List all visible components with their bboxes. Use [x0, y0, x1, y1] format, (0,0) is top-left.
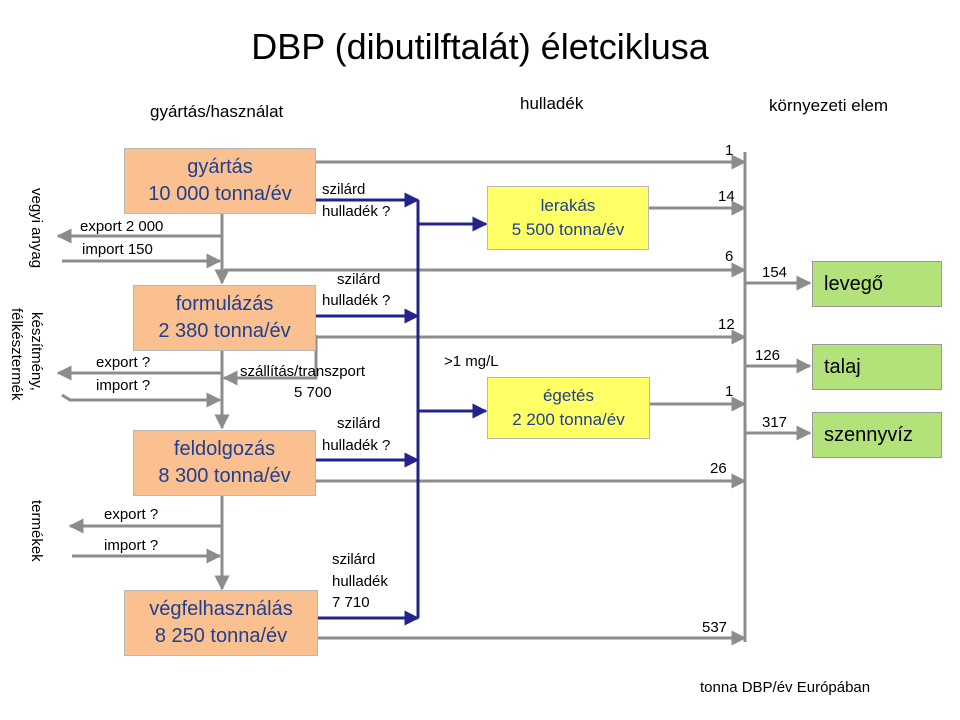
label-solid-waste-3a: szilárd: [337, 415, 381, 432]
waste-box-lerakas: lerakás 5 500 tonna/év: [487, 186, 649, 250]
label-import-2: import ?: [96, 377, 151, 394]
value-emission-egetes: 1: [725, 383, 734, 400]
footnote: tonna DBP/év Európában: [700, 679, 871, 696]
arrow-import-2: [61, 392, 222, 408]
side-label-preparations-2: félkésztermék: [8, 308, 25, 401]
arrow-export-2000: [56, 228, 224, 244]
label-transport-1: szállítás/transzport: [240, 363, 366, 380]
process-amount: 2 380 tonna/év: [158, 320, 291, 342]
process-name: feldolgozás: [173, 438, 276, 460]
label-import-1: import 150: [82, 241, 153, 258]
env-box-szennyviz: szennyvíz: [812, 412, 942, 458]
value-total-szennyviz: 317: [762, 414, 788, 431]
value-emission-feldolgozas: 26: [710, 460, 727, 477]
label-solid-waste-1b: hulladék ?: [322, 203, 391, 220]
value-emission-gyartas: 1: [725, 142, 734, 159]
process-name: formulázás: [175, 293, 274, 315]
page-title: DBP (dibutilftalát) életciklusa: [251, 26, 709, 67]
waste-name: lerakás: [540, 196, 596, 215]
value-emission-vegyi-anyag: 6: [725, 248, 734, 265]
process-amount: 8 300 tonna/év: [158, 465, 291, 487]
label-solid-waste-4c: 7 710: [332, 594, 370, 611]
env-box-talaj: talaj: [812, 344, 942, 390]
waste-amount: 5 500 tonna/év: [511, 220, 625, 239]
process-name: gyártás: [187, 156, 253, 178]
value-emission-lerakas: 14: [718, 188, 735, 205]
side-label-preparations-1: készítmény,: [28, 312, 45, 391]
waste-amount: 2 200 tonna/év: [512, 410, 625, 429]
waste-name: égetés: [542, 386, 595, 405]
value-total-talaj: 126: [755, 347, 781, 364]
label-export-1: export 2 000: [80, 218, 164, 235]
waste-box-egetes: égetés 2 200 tonna/év: [487, 377, 650, 439]
label-solid-waste-2a: szilárd: [337, 271, 381, 288]
label-transport-2: 5 700: [294, 384, 332, 401]
label-solid-waste-4a: szilárd: [332, 551, 376, 568]
process-box-formulazas: formulázás 2 380 tonna/év: [133, 285, 316, 351]
label-solid-waste-4b: hulladék: [332, 573, 388, 590]
value-emission-vegfelhasznalas: 537: [702, 619, 728, 636]
env-box-levego: levegő: [812, 261, 942, 307]
concentration-note: >1 mg/L: [444, 353, 499, 370]
label-import-3: import ?: [104, 537, 159, 554]
label-solid-waste-1a: szilárd: [322, 181, 366, 198]
process-amount: 10 000 tonna/év: [148, 183, 292, 205]
value-total-levego: 154: [762, 264, 788, 281]
header-production-use: gyártás/használat: [150, 102, 284, 121]
value-emission-formulazas: 12: [718, 316, 735, 333]
side-label-products: termékek: [28, 500, 45, 562]
label-solid-waste-3b: hulladék ?: [322, 437, 391, 454]
label-solid-waste-2b: hulladék ?: [322, 292, 391, 309]
process-box-vegfelhasznalas: végfelhasználás 8 250 tonna/év: [124, 590, 318, 656]
process-name: végfelhasználás: [149, 598, 293, 620]
label-export-3: export ?: [104, 506, 159, 523]
header-waste: hulladék: [520, 94, 584, 113]
arrow-export-3: [68, 496, 224, 534]
process-box-gyartas: gyártás 10 000 tonna/év: [124, 148, 316, 214]
arrow-transport: [222, 335, 318, 386]
header-environment: környezeti elem: [769, 96, 889, 115]
process-amount: 8 250 tonna/év: [154, 625, 288, 647]
side-label-chemicals: vegyi anyag: [28, 188, 45, 269]
label-export-2: export ?: [96, 354, 151, 371]
process-box-feldolgozas: feldolgozás 8 300 tonna/év: [133, 430, 316, 496]
